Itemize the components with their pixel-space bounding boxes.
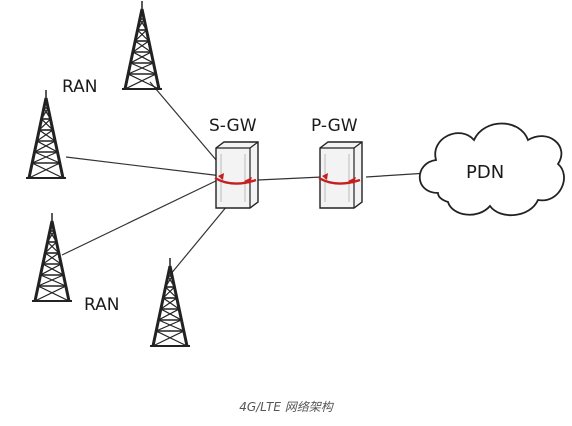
link-tower2-sgw: [65, 156, 223, 177]
sgw-label: S-GW: [209, 116, 257, 136]
cell-tower-icon: [148, 256, 192, 348]
link-sgw-pgw: [257, 176, 323, 181]
link-tower1-sgw: [149, 81, 229, 175]
link-pgw-pdn: [365, 172, 429, 178]
ran-label-bottom: RAN: [84, 295, 119, 315]
server-icon: [214, 141, 259, 209]
cell-tower-icon: [120, 0, 164, 91]
cell-tower-icon: [24, 88, 68, 180]
server-icon: [318, 141, 363, 209]
connection-lines: [61, 81, 429, 276]
cell-tower-icon: [30, 211, 74, 303]
ran-label-top: RAN: [62, 77, 97, 97]
link-tower4-sgw: [169, 199, 233, 276]
link-tower3-sgw: [61, 177, 223, 256]
cloud-icon: [418, 122, 565, 217]
pdn-label: PDN: [466, 162, 504, 183]
pgw-label: P-GW: [311, 116, 358, 136]
figure-caption: 4G/LTE 网络架构: [239, 400, 333, 414]
